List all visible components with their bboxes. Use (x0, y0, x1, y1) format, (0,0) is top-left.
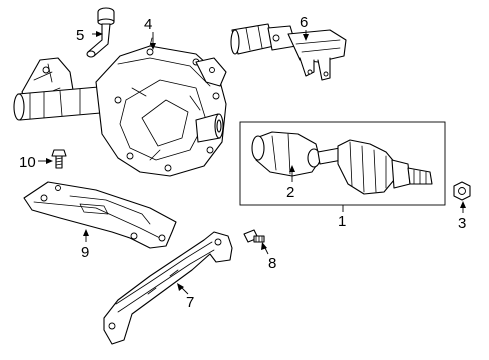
callout-10: 10 (19, 154, 36, 171)
bolt-8-drawing (243, 229, 265, 243)
axle-nut-drawing (453, 181, 471, 201)
kit-frame (239, 121, 446, 206)
callout-5: 5 (76, 27, 84, 44)
cv-axle-shaft-drawing (251, 131, 433, 195)
callout-6: 6 (300, 14, 308, 31)
callout-4: 4 (144, 16, 152, 33)
callout-8: 8 (268, 255, 276, 272)
differential-housing-drawing (13, 37, 227, 177)
bolt-10-drawing (51, 149, 67, 169)
callout-7: 7 (186, 294, 194, 311)
leader-lines (38, 30, 466, 295)
actuator-drawing (230, 23, 347, 81)
skid-plate-drawing (23, 181, 177, 249)
vent-tube-drawing (86, 7, 115, 58)
callout-2: 2 (286, 184, 294, 201)
callout-1: 1 (338, 213, 346, 230)
support-bracket-drawing (103, 231, 233, 345)
callout-3: 3 (458, 215, 466, 232)
callout-9: 9 (81, 244, 89, 261)
